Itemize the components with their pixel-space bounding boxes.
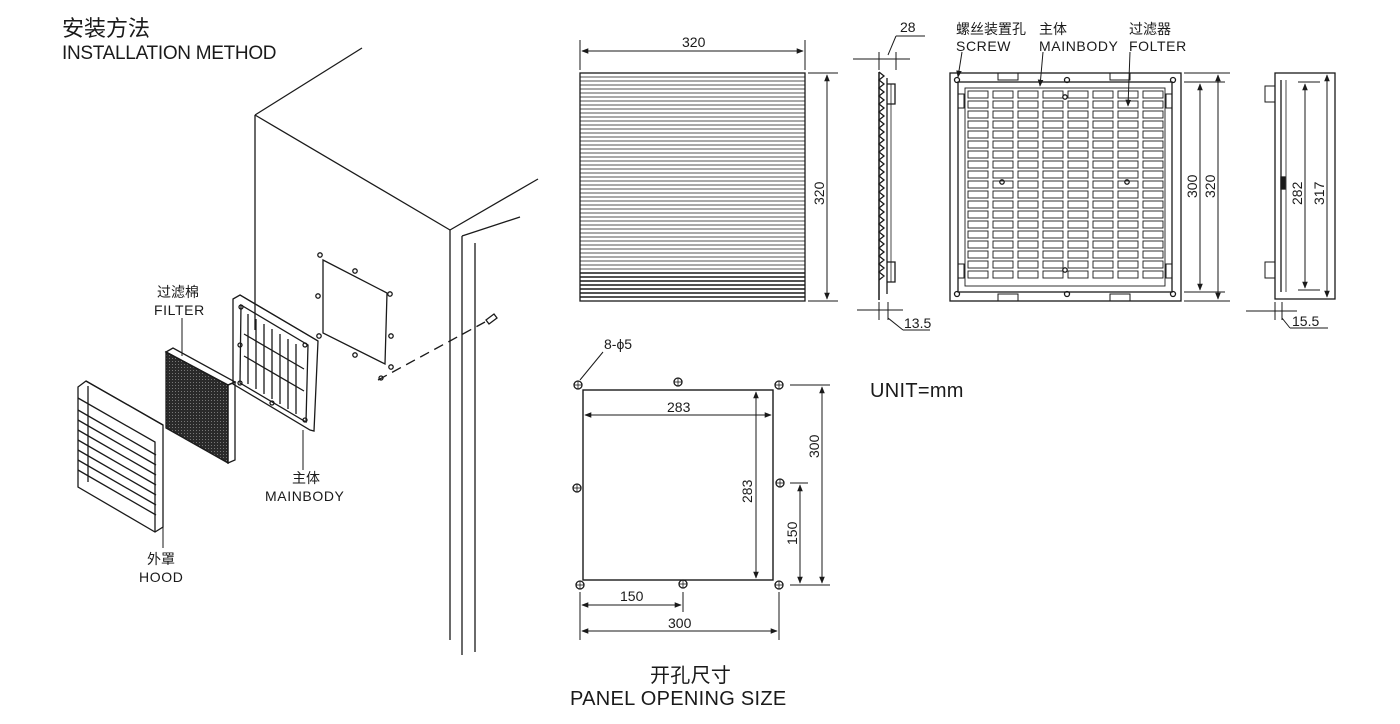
panel-title-en: PANEL OPENING SIZE bbox=[570, 688, 787, 710]
side2-inner-dim: 282 bbox=[1289, 181, 1305, 205]
panel-opening-view bbox=[572, 351, 830, 640]
side-depth-bottom-dim: 13.5 bbox=[904, 315, 931, 331]
side-view bbox=[853, 35, 930, 331]
rear-mainbody-label-en: MAINBODY bbox=[1039, 38, 1119, 54]
mainbody-label-en: MAINBODY bbox=[265, 488, 345, 504]
filter-cotton-3d bbox=[164, 347, 237, 465]
rear-outer-dim: 320 bbox=[1202, 174, 1218, 198]
panel-half-width-dim: 150 bbox=[620, 588, 644, 604]
cabinet bbox=[254, 47, 539, 655]
filter-label-en: FILTER bbox=[154, 302, 205, 318]
front-width-dim: 320 bbox=[682, 34, 706, 50]
installation-title-en: INSTALLATION METHOD bbox=[62, 43, 277, 64]
mainbody-3d bbox=[232, 294, 319, 432]
hood-3d bbox=[77, 380, 164, 533]
side2-outer-dim: 317 bbox=[1311, 181, 1327, 205]
front-view bbox=[579, 40, 838, 302]
panel-outer-height-dim: 300 bbox=[806, 434, 822, 458]
filter-label-cn: 过滤棉 bbox=[157, 284, 199, 300]
rear-mainbody-label-cn: 主体 bbox=[1039, 21, 1067, 37]
hood-label-cn: 外罩 bbox=[147, 551, 175, 567]
panel-title-cn: 开孔尺寸 bbox=[650, 665, 732, 687]
panel-inner-width-dim: 283 bbox=[667, 399, 691, 415]
side2-depth-dim: 15.5 bbox=[1292, 313, 1319, 329]
hood-label-en: HOOD bbox=[139, 569, 184, 585]
unit-label: UNIT=mm bbox=[870, 380, 964, 402]
rear-view bbox=[949, 51, 1230, 302]
installation-title-cn: 安装方法 bbox=[62, 16, 151, 41]
panel-outer-width-dim: 300 bbox=[668, 615, 692, 631]
screw-label-cn: 螺丝装置孔 bbox=[956, 21, 1026, 37]
cabinet-panel-opening bbox=[315, 252, 498, 381]
panel-inner-height-dim: 283 bbox=[739, 479, 755, 503]
rear-filter-label-en: FOLTER bbox=[1129, 38, 1187, 54]
mainbody-label-cn: 主体 bbox=[292, 470, 320, 486]
side-depth-top-dim: 28 bbox=[900, 19, 916, 35]
panel-holes-label: 8-ϕ5 bbox=[604, 336, 632, 352]
rear-inner-dim: 300 bbox=[1184, 174, 1200, 198]
rear-filter-label-cn: 过滤器 bbox=[1129, 21, 1171, 37]
screw-label-en: SCREW bbox=[956, 38, 1012, 54]
panel-half-height-dim: 150 bbox=[784, 521, 800, 545]
front-height-dim: 320 bbox=[811, 181, 827, 205]
side-view-2 bbox=[1246, 72, 1336, 329]
